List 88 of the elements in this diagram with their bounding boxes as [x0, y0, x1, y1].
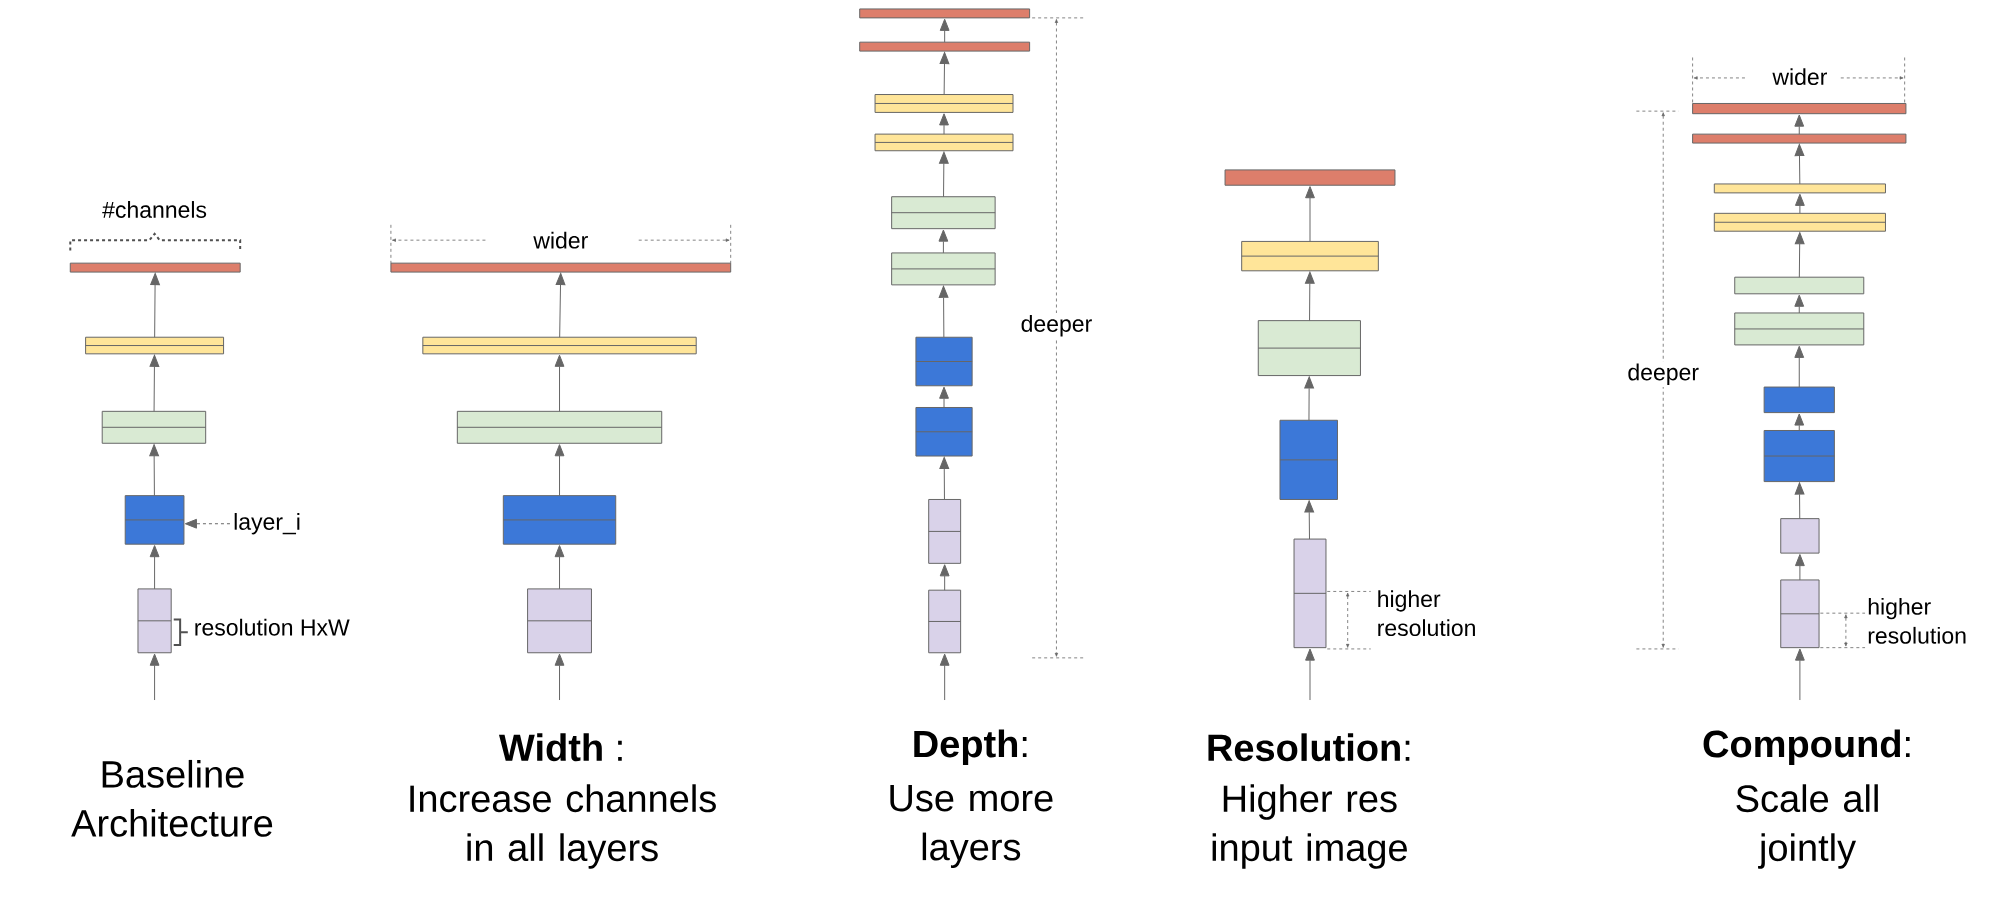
- arrow: [555, 273, 566, 338]
- layer-box: [928, 498, 962, 564]
- layer-box: [928, 589, 962, 654]
- layer-box: [101, 410, 207, 444]
- arrow: [938, 151, 949, 198]
- annotation-label: wider: [1770, 66, 1830, 88]
- layer-box: [1692, 102, 1907, 115]
- layer-box: [1734, 312, 1865, 346]
- layer-box: [69, 262, 241, 273]
- arrow: [554, 653, 565, 701]
- layer-box: [390, 262, 732, 273]
- arrow: [939, 52, 950, 96]
- caption-text: Higher res input image: [1212, 784, 1407, 869]
- arrow: [1304, 271, 1315, 322]
- caption-heading: Depth:: [914, 729, 1027, 765]
- layer-box: [915, 336, 973, 387]
- arrow: [149, 545, 160, 590]
- arrow: [938, 229, 949, 254]
- caption-text: Scale all jointly: [1736, 784, 1878, 869]
- layer-box: [1713, 183, 1886, 194]
- annotation-label: higher resolution: [1378, 590, 1475, 637]
- arrow: [1304, 500, 1315, 540]
- layer-box: [1713, 212, 1886, 232]
- layer-box: [915, 407, 973, 457]
- caption-text: Increase channels in all layers: [410, 784, 716, 869]
- layer-box: [1293, 538, 1327, 649]
- layer-box: [1734, 276, 1865, 295]
- layer-box: [891, 196, 996, 230]
- layer-box: [502, 495, 617, 545]
- arrow: [939, 386, 949, 408]
- caption-heading: Compound:: [1703, 729, 1910, 765]
- arrow: [1794, 482, 1805, 520]
- arrow: [939, 456, 950, 500]
- leader-line: [184, 518, 231, 529]
- arrow: [1794, 114, 1805, 135]
- layer-box: [874, 94, 1014, 113]
- arrow: [939, 564, 950, 591]
- arrow: [1795, 554, 1805, 581]
- layer-box: [422, 336, 697, 355]
- caption-text: Baseline Architecture: [71, 759, 273, 837]
- arrow: [149, 444, 160, 497]
- layer-box: [456, 410, 663, 444]
- arrow: [939, 653, 950, 701]
- arrow: [1794, 294, 1805, 314]
- layer-box: [1763, 430, 1835, 483]
- layer-box: [1763, 386, 1835, 414]
- arrow: [149, 653, 160, 701]
- arrow: [554, 354, 565, 412]
- arrow: [1794, 345, 1805, 388]
- layer-box: [1692, 133, 1907, 144]
- arrow: [554, 444, 565, 497]
- arrow: [1794, 413, 1805, 431]
- annotation-label: deeper: [1625, 361, 1701, 387]
- arrow: [1304, 376, 1315, 421]
- arrow: [150, 273, 160, 338]
- caption-text: Use more layers: [890, 784, 1053, 868]
- caption-heading: Width :: [498, 733, 622, 762]
- layer-box: [859, 8, 1031, 19]
- layer-box: [137, 588, 172, 654]
- arrow: [149, 354, 160, 412]
- arrow: [1305, 648, 1315, 701]
- layer-box: [1257, 320, 1361, 377]
- layer-box: [1780, 518, 1820, 554]
- arrow: [939, 113, 949, 135]
- arrow: [1795, 193, 1805, 214]
- arrow: [554, 545, 565, 590]
- layer-box: [527, 588, 592, 654]
- layer-box: [1780, 579, 1820, 649]
- arrow: [1305, 186, 1315, 242]
- arrow: [1795, 648, 1805, 701]
- layer-box: [1279, 419, 1338, 500]
- layer-box: [891, 252, 996, 286]
- annotation-label: deeper: [1018, 313, 1095, 339]
- arrow: [938, 285, 949, 338]
- annotation-label: #channels: [102, 201, 207, 218]
- layer-box: [1241, 240, 1379, 272]
- layer-box: [874, 133, 1014, 152]
- layer-label: layer_i: [234, 513, 300, 535]
- caption-heading: Resolution:: [1208, 733, 1410, 762]
- layer-box: [859, 41, 1031, 52]
- annotation-label: higher resolution: [1868, 597, 1966, 644]
- layer-box: [1224, 169, 1396, 186]
- arrow: [1794, 232, 1805, 278]
- layer-box: [124, 495, 185, 545]
- arrow: [939, 18, 950, 43]
- arrow: [1794, 143, 1805, 185]
- annotation-label: resolution HxW: [195, 618, 350, 636]
- layer-box: [85, 336, 225, 355]
